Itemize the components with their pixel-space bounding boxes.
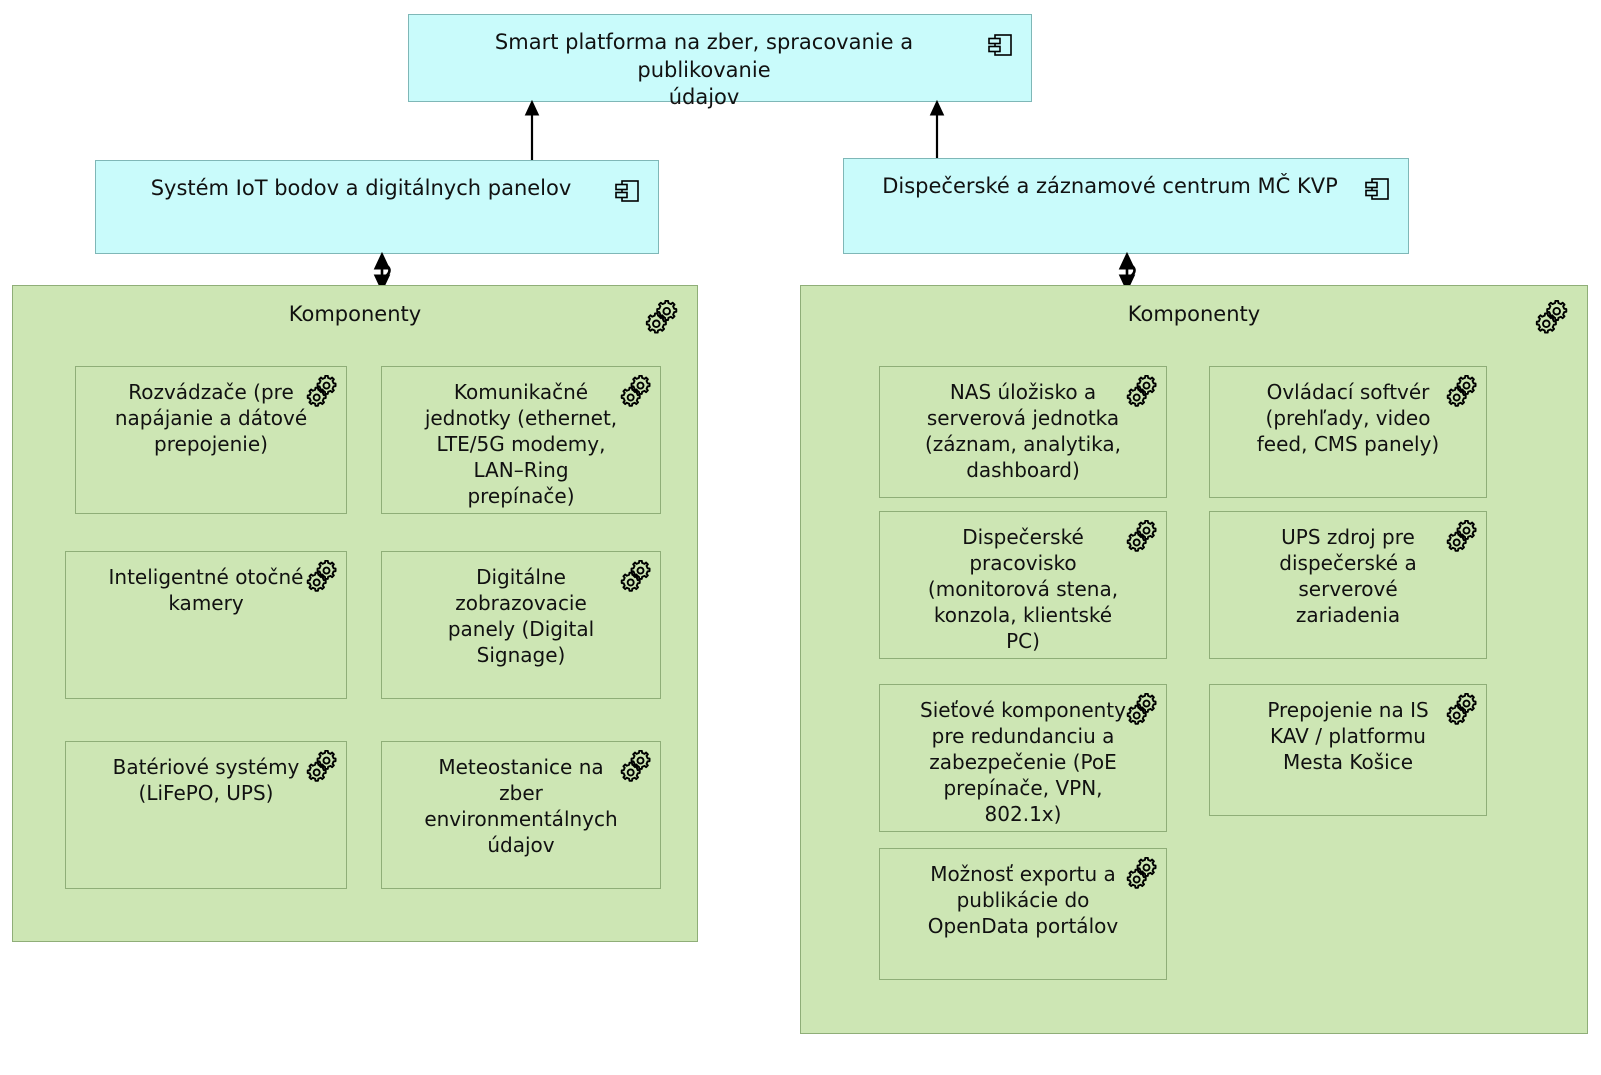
package-komponenty-dispecing[interactable]: Komponenty NAS úložisko a serverová jedn…	[800, 285, 1588, 1034]
gears-icon	[620, 750, 651, 782]
card-rozvadzace[interactable]: Rozvádzače (pre napájanie a dátové prepo…	[75, 366, 347, 514]
card-digitalne-panely-label: Digitálne zobrazovacie panely (Digital S…	[447, 565, 595, 667]
gears-icon	[1446, 520, 1477, 552]
card-nas-ulozisko-label: NAS úložisko a serverová jednotka (zázna…	[924, 380, 1121, 482]
component-smart-platforma[interactable]: Smart platforma na zber, spracovanie a p…	[408, 14, 1032, 109]
gears-icon	[1446, 693, 1477, 725]
component-system-dispecerske-centrum-label: Dispečerské a záznamové centrum MČ KVP	[882, 174, 1338, 198]
uml-component-icon	[615, 180, 639, 202]
card-meteostanice-label: Meteostanice na zber environmentálnych ú…	[424, 755, 618, 857]
card-bateriove-systemy-label: Batériové systémy (LiFePO, UPS)	[112, 755, 300, 805]
card-rozvadzace-label: Rozvádzače (pre napájanie a dátové prepo…	[114, 380, 308, 456]
card-meteostanice[interactable]: Meteostanice na zber environmentálnych ú…	[381, 741, 661, 889]
card-dispecerske-pracovisko[interactable]: Dispečerské pracovisko (monitorová stena…	[879, 511, 1167, 659]
card-komunikacne-jednotky-label: Komunikačné jednotky (ethernet, LTE/5G m…	[424, 380, 618, 508]
card-ovladaci-softver[interactable]: Ovládací softvér (prehľady, video feed, …	[1209, 366, 1487, 498]
connector-iot-to-platform	[524, 99, 540, 164]
card-ups-zdroj-label: UPS zdroj pre dispečerské a serverové za…	[1279, 525, 1417, 627]
card-nas-ulozisko[interactable]: NAS úložisko a serverová jednotka (zázna…	[879, 366, 1167, 498]
card-prepojenie-is-kav[interactable]: Prepojenie na IS KAV / platformu Mesta K…	[1209, 684, 1487, 816]
card-bateriove-systemy[interactable]: Batériové systémy (LiFePO, UPS)	[65, 741, 347, 889]
card-inteligentne-kamery[interactable]: Inteligentné otočné kamery	[65, 551, 347, 699]
component-system-iot-label: Systém IoT bodov a digitálnych panelov	[150, 176, 572, 200]
connector-dispatch-to-components	[1118, 251, 1136, 293]
gears-icon	[620, 560, 651, 592]
component-system-dispecerske-centrum[interactable]: Dispečerské a záznamové centrum MČ KVP	[843, 158, 1409, 254]
package-komponenty-iot-label: Komponenty	[288, 302, 422, 326]
card-dispecerske-pracovisko-label: Dispečerské pracovisko (monitorová stena…	[927, 525, 1119, 653]
card-inteligentne-kamery-label: Inteligentné otočné kamery	[108, 565, 304, 615]
package-komponenty-dispecing-label: Komponenty	[1127, 302, 1261, 326]
card-ups-zdroj[interactable]: UPS zdroj pre dispečerské a serverové za…	[1209, 511, 1487, 659]
card-komunikacne-jednotky[interactable]: Komunikačné jednotky (ethernet, LTE/5G m…	[381, 366, 661, 514]
component-system-iot[interactable]: Systém IoT bodov a digitálnych panelov	[95, 160, 659, 254]
card-export-opendata[interactable]: Možnosť exportu a publikácie do OpenData…	[879, 848, 1167, 980]
card-export-opendata-label: Možnosť exportu a publikácie do OpenData…	[927, 862, 1119, 938]
card-sietove-komponenty[interactable]: Sieťové komponenty pre redundanciu a zab…	[879, 684, 1167, 832]
card-ovladaci-softver-label: Ovládací softvér (prehľady, video feed, …	[1256, 380, 1440, 456]
gears-icon	[1446, 375, 1477, 407]
gears-icon	[1126, 693, 1157, 725]
connector-dispatch-to-platform	[929, 99, 945, 164]
gears-icon	[645, 300, 678, 334]
gears-icon	[1126, 520, 1157, 552]
uml-component-icon	[988, 34, 1012, 56]
component-smart-platforma-label: Smart platforma na zber, spracovanie a p…	[494, 30, 914, 110]
gears-icon	[620, 375, 651, 407]
gears-icon	[306, 750, 337, 782]
gears-icon	[1126, 375, 1157, 407]
card-sietove-komponenty-label: Sieťové komponenty pre redundanciu a zab…	[920, 698, 1126, 826]
gears-icon	[1535, 300, 1568, 334]
gears-icon	[306, 560, 337, 592]
card-digitalne-panely[interactable]: Digitálne zobrazovacie panely (Digital S…	[381, 551, 661, 699]
connector-iot-to-components	[373, 251, 391, 293]
uml-component-icon	[1365, 178, 1389, 200]
package-komponenty-iot[interactable]: Komponenty Rozvádzače (pre napájanie a d…	[12, 285, 698, 942]
card-prepojenie-is-kav-label: Prepojenie na IS KAV / platformu Mesta K…	[1267, 698, 1429, 774]
gears-icon	[306, 375, 337, 407]
gears-icon	[1126, 857, 1157, 889]
